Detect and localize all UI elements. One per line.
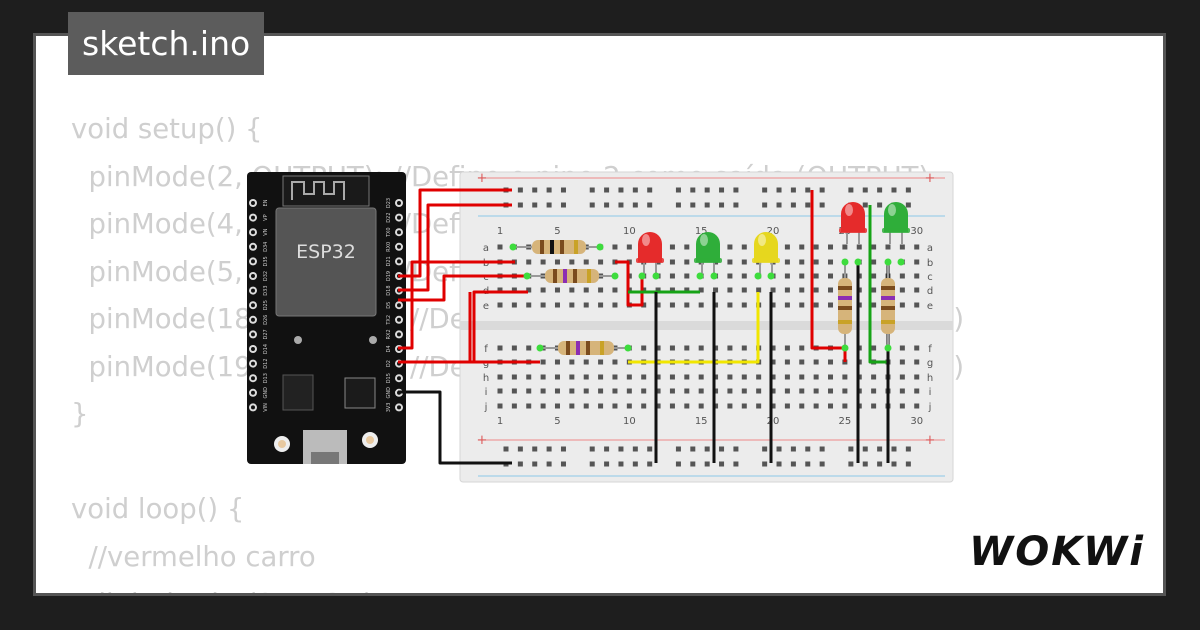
led-car-yellow [752,232,780,274]
row-label: e [483,301,489,312]
esp32-pin-label: D15 [386,373,392,383]
esp32-board: ESP32 ENVPVND34D35D32D33D25D26D27D14D12D… [247,172,406,464]
row-label: a [483,243,489,254]
esp32-pin-label: D19 [386,271,392,281]
esp32-pin-label: D22 [386,212,392,222]
esp32-pin-label: 3V3 [386,403,392,413]
row-label: b [927,258,933,269]
resistor [838,262,852,348]
column-label: 15 [695,416,708,427]
esp32-pin-label: D13 [263,373,269,383]
esp32-pin-label: RX2 [386,329,392,339]
esp32-pin-label: D27 [263,329,269,339]
code-line: void loop() { [71,493,245,525]
resistor [881,262,895,348]
column-label: 25 [839,416,852,427]
row-label: h [483,373,489,384]
row-label: j [928,402,932,413]
row-label: a [927,243,933,254]
led-ped-red [839,202,867,244]
row-label: e [927,301,933,312]
rail-plus-label: + [925,433,936,448]
chip-label: ESP32 [296,241,356,263]
esp32-pin-label: D5 [386,302,392,309]
esp32-pin-label: D21 [386,256,392,266]
esp32-pin-label: D25 [263,300,269,310]
esp32-pin-label: TX0 [386,227,392,238]
row-label: c [927,272,933,283]
led-ped-green [882,202,910,244]
esp32-pin-label: VIN [263,403,269,412]
led-car-green [694,232,722,274]
resistor [527,269,615,283]
rail-plus-label: + [477,433,488,448]
esp32-pin-label: VP [263,214,269,220]
column-label: 30 [910,226,923,237]
esp32-pin-label: D2 [386,360,392,367]
column-label: 10 [623,226,636,237]
resistors [513,240,895,355]
esp32-pin-label: D23 [386,198,392,208]
row-label: f [928,344,932,355]
code-line: } [71,398,89,430]
resistor [513,240,600,254]
column-label: 15 [695,226,708,237]
wokwi-logo: WOKWi [969,529,1145,575]
column-label: 20 [767,226,780,237]
wires [398,188,890,465]
column-label: 1 [497,416,503,427]
esp32-pin-label: RX0 [386,242,392,252]
row-label: j [484,402,488,413]
column-label: 1 [497,226,503,237]
rail-plus-label: + [925,171,936,186]
row-label: g [927,358,933,369]
breadboard: 115510101515202025253030aabbccddeeffgghh… [459,171,954,483]
column-label: 10 [623,416,636,427]
column-label: 5 [554,226,560,237]
esp32-pin-label: D26 [263,315,269,325]
file-tab[interactable]: sketch.ino [68,12,265,75]
esp32-pin-label: D14 [263,344,269,354]
column-label: 5 [554,416,560,427]
rail-plus-label: + [477,171,488,186]
esp32-pin-label: GND [386,387,392,399]
esp32-pin-label: D32 [263,271,269,281]
code-line: void setup() { [71,113,263,145]
row-label: h [927,373,933,384]
row-label: f [484,344,488,355]
led-car-red [636,232,664,274]
esp32-pin-label: VN [263,228,269,235]
column-label: 30 [910,416,923,427]
row-label: i [485,387,488,398]
row-label: d [927,286,933,297]
esp32-pin-label: D12 [263,358,269,368]
esp32-pin-label: D33 [263,285,269,295]
esp32-pin-label: D4 [386,345,392,352]
esp32-pin-label: TX2 [386,315,392,326]
esp32-pin-label: D18 [386,285,392,295]
connection-dots [509,243,905,352]
resistor [540,341,628,355]
esp32-pin-label: D35 [263,256,269,266]
esp32-pin-label: EN [263,199,269,206]
row-label: i [929,387,932,398]
code-line: digitalWrite(2, HIGH); [71,581,964,593]
code-line: //vermelho carro [71,540,316,573]
esp32-pin-label: D34 [263,242,269,252]
column-label: 20 [767,416,780,427]
esp32-pin-label: GND [263,387,269,399]
